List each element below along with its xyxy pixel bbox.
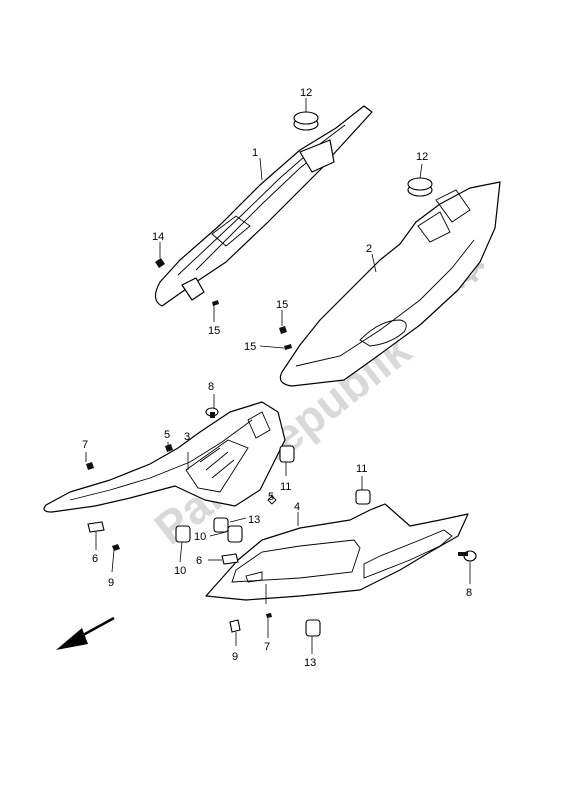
callout-10: 10	[194, 531, 206, 543]
callout-11: 11	[356, 463, 367, 475]
leader-lines	[85, 98, 471, 654]
collar-6-lower[interactable]	[221, 553, 239, 565]
grommet-12-lower[interactable]	[407, 177, 433, 197]
callout-9: 9	[108, 577, 114, 589]
nut-9-lower[interactable]	[229, 619, 241, 633]
cushion-10-upper[interactable]	[175, 525, 191, 543]
screw-15-a[interactable]	[212, 300, 219, 306]
callout-13: 13	[304, 657, 316, 669]
nut-5-lower[interactable]	[267, 495, 277, 505]
callout-15: 15	[244, 341, 256, 353]
callout-12: 12	[416, 151, 428, 163]
cushion-10-lower[interactable]	[227, 525, 243, 543]
screw-15-b[interactable]	[279, 326, 287, 334]
callout-10: 10	[174, 565, 186, 577]
cushion-11-lower[interactable]	[355, 489, 371, 505]
callout-6: 6	[196, 555, 202, 567]
callout-8: 8	[208, 381, 214, 393]
callout-5: 5	[164, 429, 170, 441]
callout-labels: 12 1 12 2 14 15 15 15 8 5 3 7 11 11 4 5 …	[82, 87, 472, 669]
screw-7-lower[interactable]	[266, 613, 272, 618]
frame-cover-part-3[interactable]	[43, 401, 286, 513]
callout-14: 14	[152, 231, 164, 243]
nut-5-upper[interactable]	[165, 444, 173, 452]
callout-4: 4	[294, 501, 300, 513]
callout-6: 6	[92, 553, 98, 565]
callout-15: 15	[276, 299, 288, 311]
callout-1: 1	[252, 147, 258, 159]
grommet-12-upper[interactable]	[293, 111, 319, 131]
callout-15: 15	[208, 325, 220, 337]
callout-12: 12	[300, 87, 312, 99]
bolt-8-upper[interactable]	[205, 407, 219, 418]
clip-14[interactable]	[155, 258, 165, 268]
nut-9-upper[interactable]	[112, 544, 120, 551]
callout-7: 7	[264, 641, 270, 653]
direction-arrow-icon	[56, 616, 115, 650]
bolt-8-lower[interactable]	[458, 550, 477, 562]
cushion-13-lower[interactable]	[305, 619, 321, 637]
callout-7: 7	[82, 439, 88, 451]
cushion-11-upper[interactable]	[279, 445, 295, 463]
callout-5: 5	[268, 491, 274, 503]
collar-6-upper[interactable]	[87, 521, 105, 533]
callout-8: 8	[466, 587, 472, 599]
cushion-13-upper[interactable]	[213, 517, 229, 533]
side-cover-part-4[interactable]	[205, 503, 469, 601]
screw-15-c[interactable]	[284, 344, 292, 350]
screw-7-upper[interactable]	[86, 462, 94, 470]
side-cover-part-2[interactable]	[279, 181, 501, 387]
callout-13: 13	[248, 514, 260, 526]
callout-3: 3	[184, 431, 190, 443]
callout-9: 9	[232, 651, 238, 663]
callout-2: 2	[366, 243, 372, 255]
frame-cover-part-1[interactable]	[154, 105, 373, 307]
callout-11: 11	[280, 481, 291, 493]
